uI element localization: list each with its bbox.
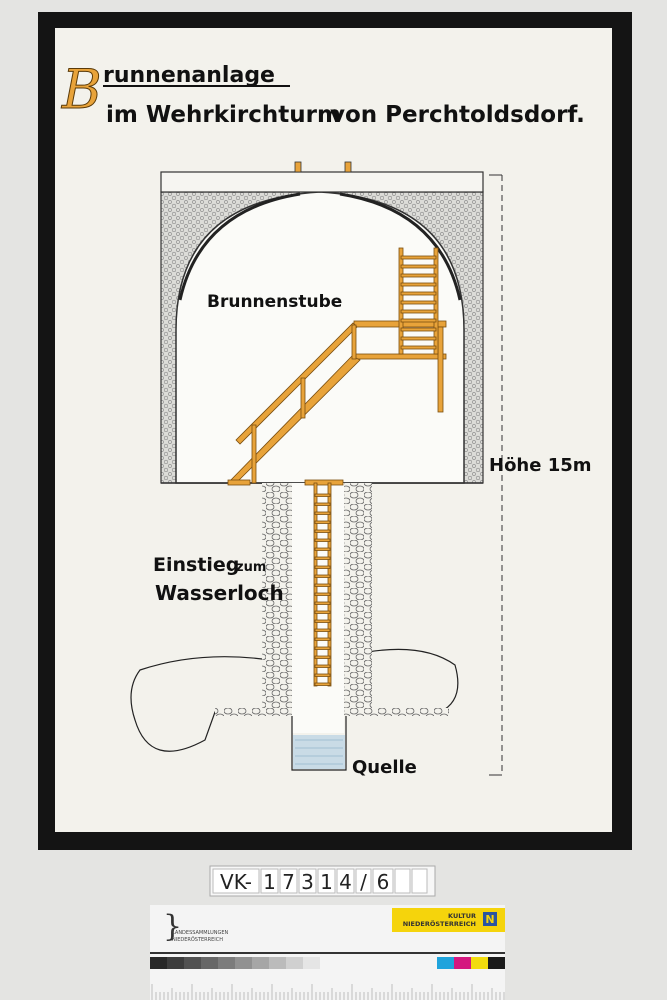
label-brunnenstube: Brunnenstube (207, 292, 342, 312)
ladder-rung (400, 309, 437, 314)
brand-line2: NIEDERÖSTERREICH (403, 919, 476, 928)
upper-ladder (398, 247, 439, 355)
ladder-rung (314, 529, 331, 533)
color-card: } LANDESSAMMLUNGEN NIEDERÖSTERREICH KULT… (150, 905, 505, 1000)
tag-char: VK- (220, 870, 252, 894)
ladder-rung (400, 327, 437, 332)
tag-cell (279, 868, 298, 894)
tag-cell (260, 868, 279, 894)
ladder-rung (400, 291, 437, 296)
institution-line1: LANDESSAMMLUNGEN (172, 930, 229, 936)
ladder-rung (400, 318, 437, 323)
ladder-rung (314, 655, 331, 659)
ladder-rung (314, 601, 331, 605)
tag-cell (336, 868, 355, 894)
tag-char: 4 (339, 870, 352, 894)
label-wasserloch: Wasserloch (155, 581, 284, 605)
brand-line1: KULTUR (448, 912, 476, 920)
tag-char: 1 (320, 870, 333, 894)
tag-char: 7 (282, 870, 295, 894)
gray-patch (167, 957, 184, 969)
water-spring (293, 735, 345, 769)
ladder-rung (314, 646, 331, 650)
tag-char: / (360, 870, 367, 894)
ladder-rung (400, 345, 437, 350)
gray-patch (303, 957, 320, 969)
ladder-rung (400, 264, 437, 269)
height-dimension (489, 174, 503, 776)
tag-cell (298, 868, 317, 894)
ladder-rung (400, 336, 437, 341)
shaft-ladder (304, 479, 344, 687)
tag-char: 6 (377, 870, 390, 894)
tag-char: 3 (301, 870, 314, 894)
gray-patch (201, 957, 218, 969)
ladder-rung (314, 574, 331, 578)
title-line2-b: von Perchtoldsdorf. (330, 102, 585, 128)
ladder-rung (314, 565, 331, 569)
label-zum: zum (236, 560, 266, 575)
label-height: Höhe 15m (489, 455, 592, 476)
ladder-rung (314, 502, 331, 506)
tag-cell (394, 868, 411, 894)
gray-patch (252, 957, 269, 969)
ladder-rung (314, 637, 331, 641)
title-initial: B (61, 58, 102, 121)
institution-line2: NIEDERÖSTERREICH (172, 936, 223, 943)
well-shaft (130, 483, 459, 771)
ladder-rung (314, 673, 331, 677)
label-einstieg: Einstieg (153, 554, 239, 576)
ladder-rung (314, 592, 331, 596)
brand-logo: N (485, 913, 494, 926)
ladder-rung (400, 273, 437, 278)
gray-patch (150, 957, 167, 969)
label-quelle: Quelle (352, 757, 417, 778)
ladder-rung (400, 255, 437, 260)
tag-cell (411, 868, 428, 894)
stairs (227, 320, 447, 486)
ladder-rung (314, 538, 331, 542)
ladder-rung (314, 682, 331, 686)
svg-text:}: } (163, 909, 182, 944)
ladder-rung (314, 583, 331, 587)
gray-patch (235, 957, 252, 969)
ladder-rung (314, 556, 331, 560)
ladder-rung (314, 493, 331, 497)
gray-patch (218, 957, 235, 969)
title-line2-a: im Wehrkirchturm (106, 102, 341, 128)
ladder-rung (400, 282, 437, 287)
ladder-rung (314, 547, 331, 551)
ladder-rung (314, 610, 331, 614)
tag-cell (212, 868, 260, 894)
title-line1: runnenanlage (103, 63, 275, 88)
ladder-rung (314, 520, 331, 524)
ladder-rung (400, 300, 437, 305)
gray-patch (286, 957, 303, 969)
ladder-rung (314, 664, 331, 668)
tag-cell (355, 868, 372, 894)
gray-patch (184, 957, 201, 969)
ladder-rung (314, 619, 331, 623)
tag-cell (317, 868, 336, 894)
gray-patch (269, 957, 286, 969)
ladder-rung (314, 628, 331, 632)
tag-char: 1 (263, 870, 276, 894)
ladder-rung (314, 511, 331, 515)
tag-cell (372, 868, 394, 894)
